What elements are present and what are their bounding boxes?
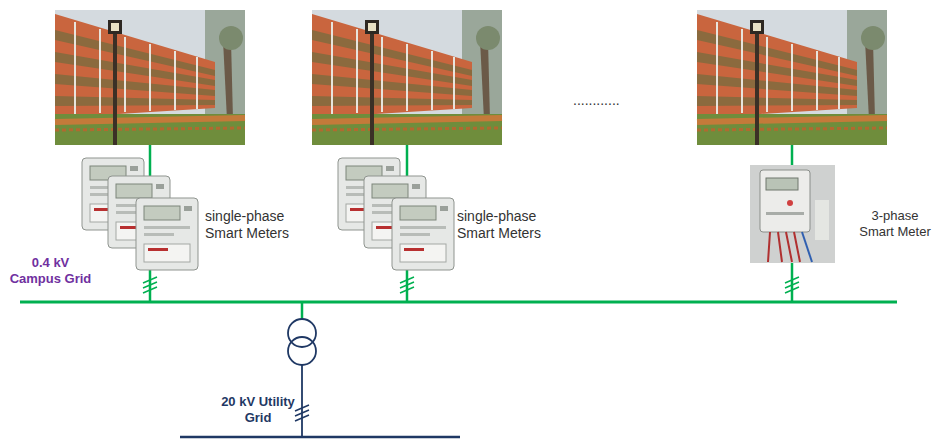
ellipsis-mark: ............	[573, 92, 663, 109]
three-phase-meter	[750, 165, 835, 263]
transformer-lead	[301, 302, 304, 319]
campus-wires	[20, 145, 897, 319]
building-photo	[55, 10, 245, 145]
grid-label: 0.4 kV Campus Grid	[8, 255, 93, 286]
meter-label: 3-phase Smart Meter	[856, 208, 934, 239]
building-photo	[312, 10, 502, 145]
building-photo	[697, 10, 887, 145]
meter-label: single-phase Smart Meters	[205, 208, 300, 242]
three-phase-mark	[143, 277, 799, 293]
smart-meter-stack	[338, 158, 454, 270]
transformer-symbol	[288, 319, 316, 437]
campus-bus-bar	[20, 301, 897, 304]
grid-label: 20 kV Utility Grid	[218, 394, 298, 425]
smart-meter-stack	[82, 158, 198, 270]
utility-bus-bar	[180, 436, 460, 439]
meter-label: single-phase Smart Meters	[457, 208, 552, 242]
